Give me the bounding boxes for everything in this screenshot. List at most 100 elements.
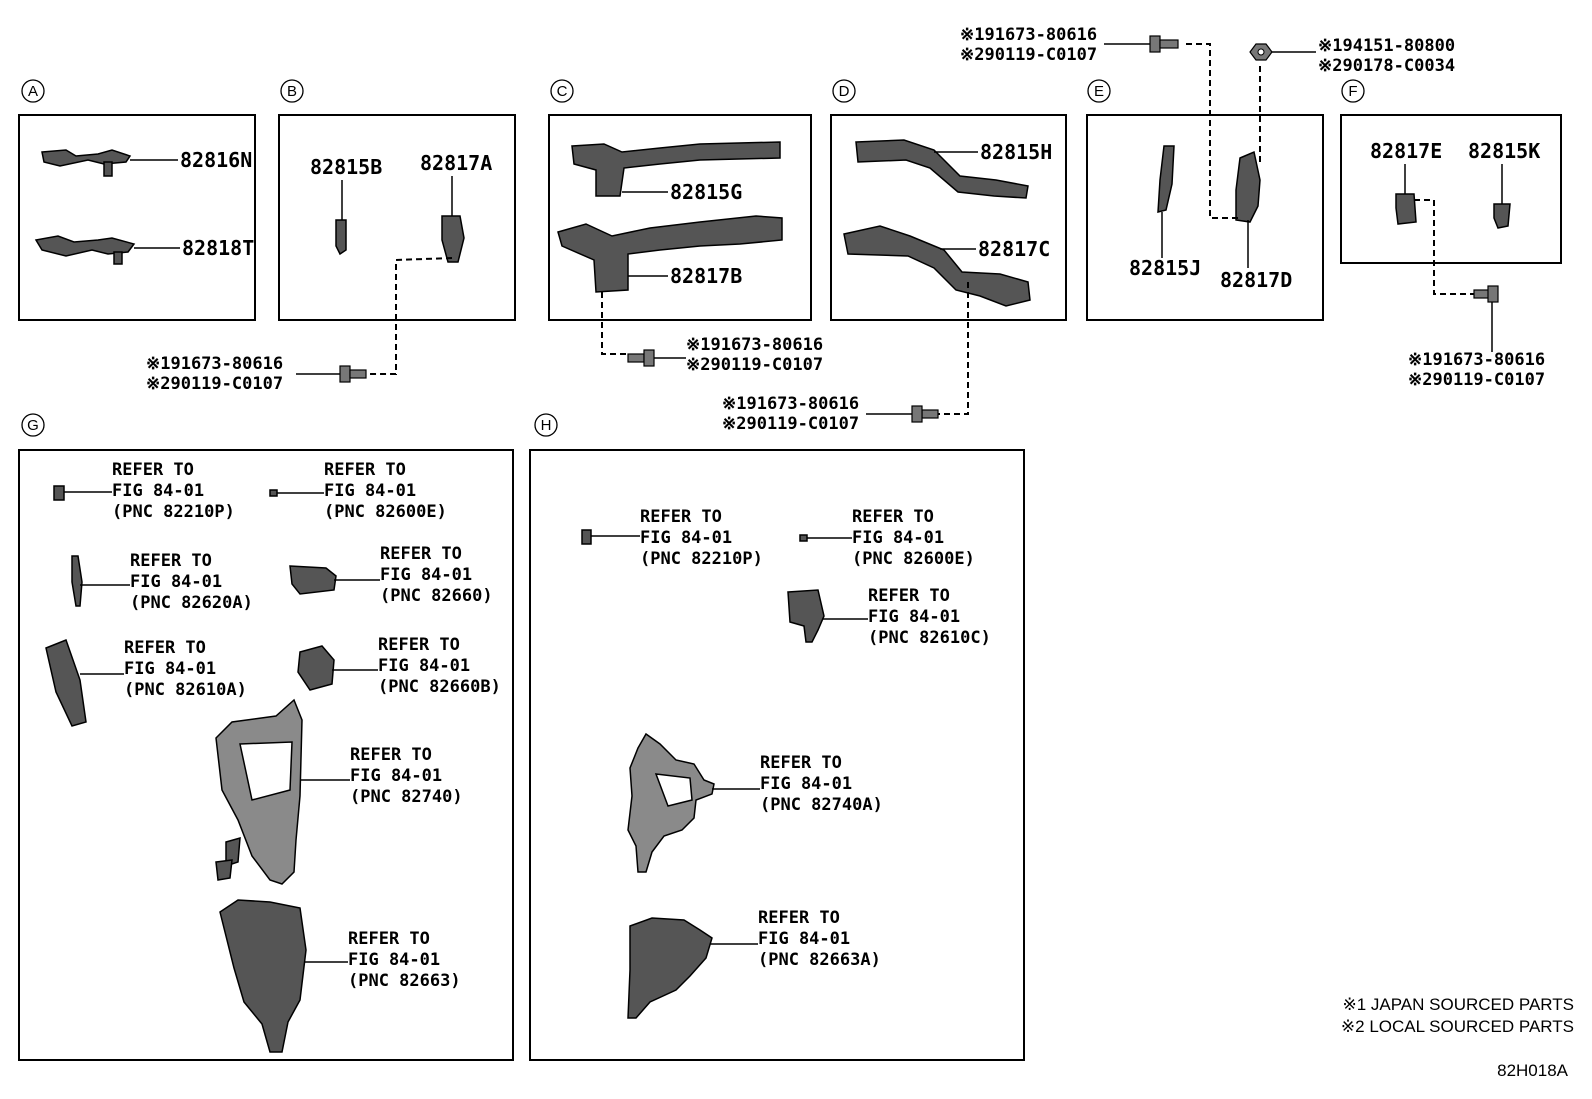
refer-h-82663a-pnc: (PNC 82663A) bbox=[758, 950, 881, 970]
section-box-e bbox=[1086, 114, 1324, 321]
frame-82815g-drawing bbox=[571, 141, 781, 197]
part-82815g: 82815G bbox=[670, 180, 742, 204]
section-box-a bbox=[18, 114, 256, 321]
refer-g-82620a-line1: REFER TO bbox=[130, 551, 212, 571]
legend-japan-sourced: ※1 JAPAN SOURCED PARTS bbox=[1342, 995, 1574, 1014]
dash-d bbox=[938, 282, 969, 415]
refer-g-82210p-line1: REFER TO bbox=[112, 460, 194, 480]
refer-h-82610c-line2: FIG 84-01 bbox=[868, 607, 960, 627]
fastener-f-1: ※191673-80616 bbox=[1408, 350, 1545, 370]
section-marker-g: G bbox=[21, 413, 45, 437]
refer-g-82740-pnc: (PNC 82740) bbox=[350, 787, 463, 807]
bracket-82817a-drawing bbox=[441, 215, 465, 263]
part-g-82660-drawing bbox=[289, 565, 337, 595]
svg-text:A: A bbox=[28, 83, 38, 100]
refer-h-82600e-line2: FIG 84-01 bbox=[852, 528, 944, 548]
refer-h-82210p-line2: FIG 84-01 bbox=[640, 528, 732, 548]
dash-f bbox=[1414, 199, 1474, 295]
svg-text:D: D bbox=[839, 83, 850, 100]
frame-82817c-drawing bbox=[843, 225, 1031, 307]
bolt-f-icon bbox=[1473, 285, 1499, 303]
section-marker-c: C bbox=[550, 79, 574, 103]
refer-g-82663-line2: FIG 84-01 bbox=[348, 950, 440, 970]
refer-g-82663-line1: REFER TO bbox=[348, 929, 430, 949]
refer-h-82600e-pnc: (PNC 82600E) bbox=[852, 549, 975, 569]
refer-g-82600e-line2: FIG 84-01 bbox=[324, 481, 416, 501]
part-82815k: 82815K bbox=[1468, 139, 1540, 163]
refer-h-82610c-pnc: (PNC 82610C) bbox=[868, 628, 991, 648]
refer-g-82660b-pnc: (PNC 82660B) bbox=[378, 677, 501, 697]
refer-h-82610c-line1: REFER TO bbox=[868, 586, 950, 606]
refer-g-82663-pnc: (PNC 82663) bbox=[348, 971, 461, 991]
part-82817d: 82817D bbox=[1220, 268, 1292, 292]
bracket-82818t-drawing bbox=[34, 235, 136, 265]
part-h-82210p-drawing bbox=[581, 529, 592, 545]
bolt-d-icon bbox=[911, 405, 939, 423]
part-82815j: 82815J bbox=[1129, 256, 1201, 280]
section-box-d bbox=[830, 114, 1067, 321]
refer-g-82660b-line2: FIG 84-01 bbox=[378, 656, 470, 676]
section-box-h bbox=[529, 449, 1025, 1061]
refer-h-82740a-pnc: (PNC 82740A) bbox=[760, 795, 883, 815]
part-g-82610a-drawing bbox=[45, 639, 87, 727]
section-box-g bbox=[18, 449, 514, 1061]
svg-text:G: G bbox=[27, 417, 39, 434]
svg-text:E: E bbox=[1094, 83, 1104, 100]
svg-text:H: H bbox=[541, 417, 552, 434]
part-82818t: 82818T bbox=[182, 236, 254, 260]
legend-local-sourced: ※2 LOCAL SOURCED PARTS bbox=[1341, 1017, 1574, 1036]
refer-h-82740a-line1: REFER TO bbox=[760, 753, 842, 773]
refer-g-82660-pnc: (PNC 82660) bbox=[380, 586, 493, 606]
refer-h-82210p-line1: REFER TO bbox=[640, 507, 722, 527]
fastener-f-2: ※290119-C0107 bbox=[1408, 370, 1545, 390]
bracket-82817d-drawing bbox=[1235, 150, 1261, 223]
part-g-82660b-drawing bbox=[297, 645, 335, 691]
fastener-top-right-2: ※290178-C0034 bbox=[1318, 56, 1455, 76]
section-marker-a: A bbox=[21, 79, 45, 103]
bracket-82815j-drawing bbox=[1157, 145, 1175, 213]
part-g-82740-drawing bbox=[215, 698, 303, 885]
bracket-82817e-drawing bbox=[1395, 193, 1417, 225]
part-g-82210p-drawing bbox=[53, 485, 65, 501]
bolt-c-icon bbox=[627, 349, 655, 367]
section-box-b bbox=[278, 114, 516, 321]
frame-82815h-drawing bbox=[855, 139, 1029, 199]
part-g-82600e-drawing bbox=[269, 489, 278, 497]
refer-g-82610a-line1: REFER TO bbox=[124, 638, 206, 658]
bracket-82815b-drawing bbox=[335, 219, 347, 256]
part-82817e: 82817E bbox=[1370, 139, 1442, 163]
section-box-f bbox=[1340, 114, 1562, 264]
part-g-82620a-drawing bbox=[71, 555, 83, 607]
dash-e-left bbox=[1186, 43, 1238, 219]
refer-h-82600e-line1: REFER TO bbox=[852, 507, 934, 527]
refer-h-82210p-pnc: (PNC 82210P) bbox=[640, 549, 763, 569]
part-82815b: 82815B bbox=[310, 155, 382, 179]
bracket-82815k-drawing bbox=[1493, 203, 1511, 229]
frame-82817b-drawing bbox=[557, 215, 783, 293]
refer-g-82660b-line1: REFER TO bbox=[378, 635, 460, 655]
svg-text:F: F bbox=[1348, 83, 1357, 100]
dash-b bbox=[366, 257, 453, 375]
part-h-82663a-drawing bbox=[627, 917, 713, 1019]
diagram-code: 82H018A bbox=[1497, 1061, 1569, 1080]
part-h-82740a-drawing bbox=[627, 732, 715, 873]
bolt-top-left-icon bbox=[1149, 35, 1179, 53]
nut-top-right-icon bbox=[1249, 43, 1273, 61]
bracket-82816n-drawing bbox=[41, 149, 132, 177]
part-82817b: 82817B bbox=[670, 264, 742, 288]
section-marker-e: E bbox=[1087, 79, 1111, 103]
part-82816n: 82816N bbox=[180, 148, 252, 172]
refer-g-82610a-line2: FIG 84-01 bbox=[124, 659, 216, 679]
part-82815h: 82815H bbox=[980, 140, 1052, 164]
refer-g-82600e-line1: REFER TO bbox=[324, 460, 406, 480]
refer-g-82210p-pnc: (PNC 82210P) bbox=[112, 502, 235, 522]
fastener-c-1: ※191673-80616 bbox=[686, 335, 823, 355]
refer-g-82610a-pnc: (PNC 82610A) bbox=[124, 680, 247, 700]
refer-g-82660-line1: REFER TO bbox=[380, 544, 462, 564]
section-marker-d: D bbox=[832, 79, 856, 103]
refer-g-82740-line1: REFER TO bbox=[350, 745, 432, 765]
section-box-c bbox=[548, 114, 812, 321]
part-82817a: 82817A bbox=[420, 151, 492, 175]
refer-g-82660-line2: FIG 84-01 bbox=[380, 565, 472, 585]
fastener-top-left-2: ※290119-C0107 bbox=[960, 45, 1097, 65]
